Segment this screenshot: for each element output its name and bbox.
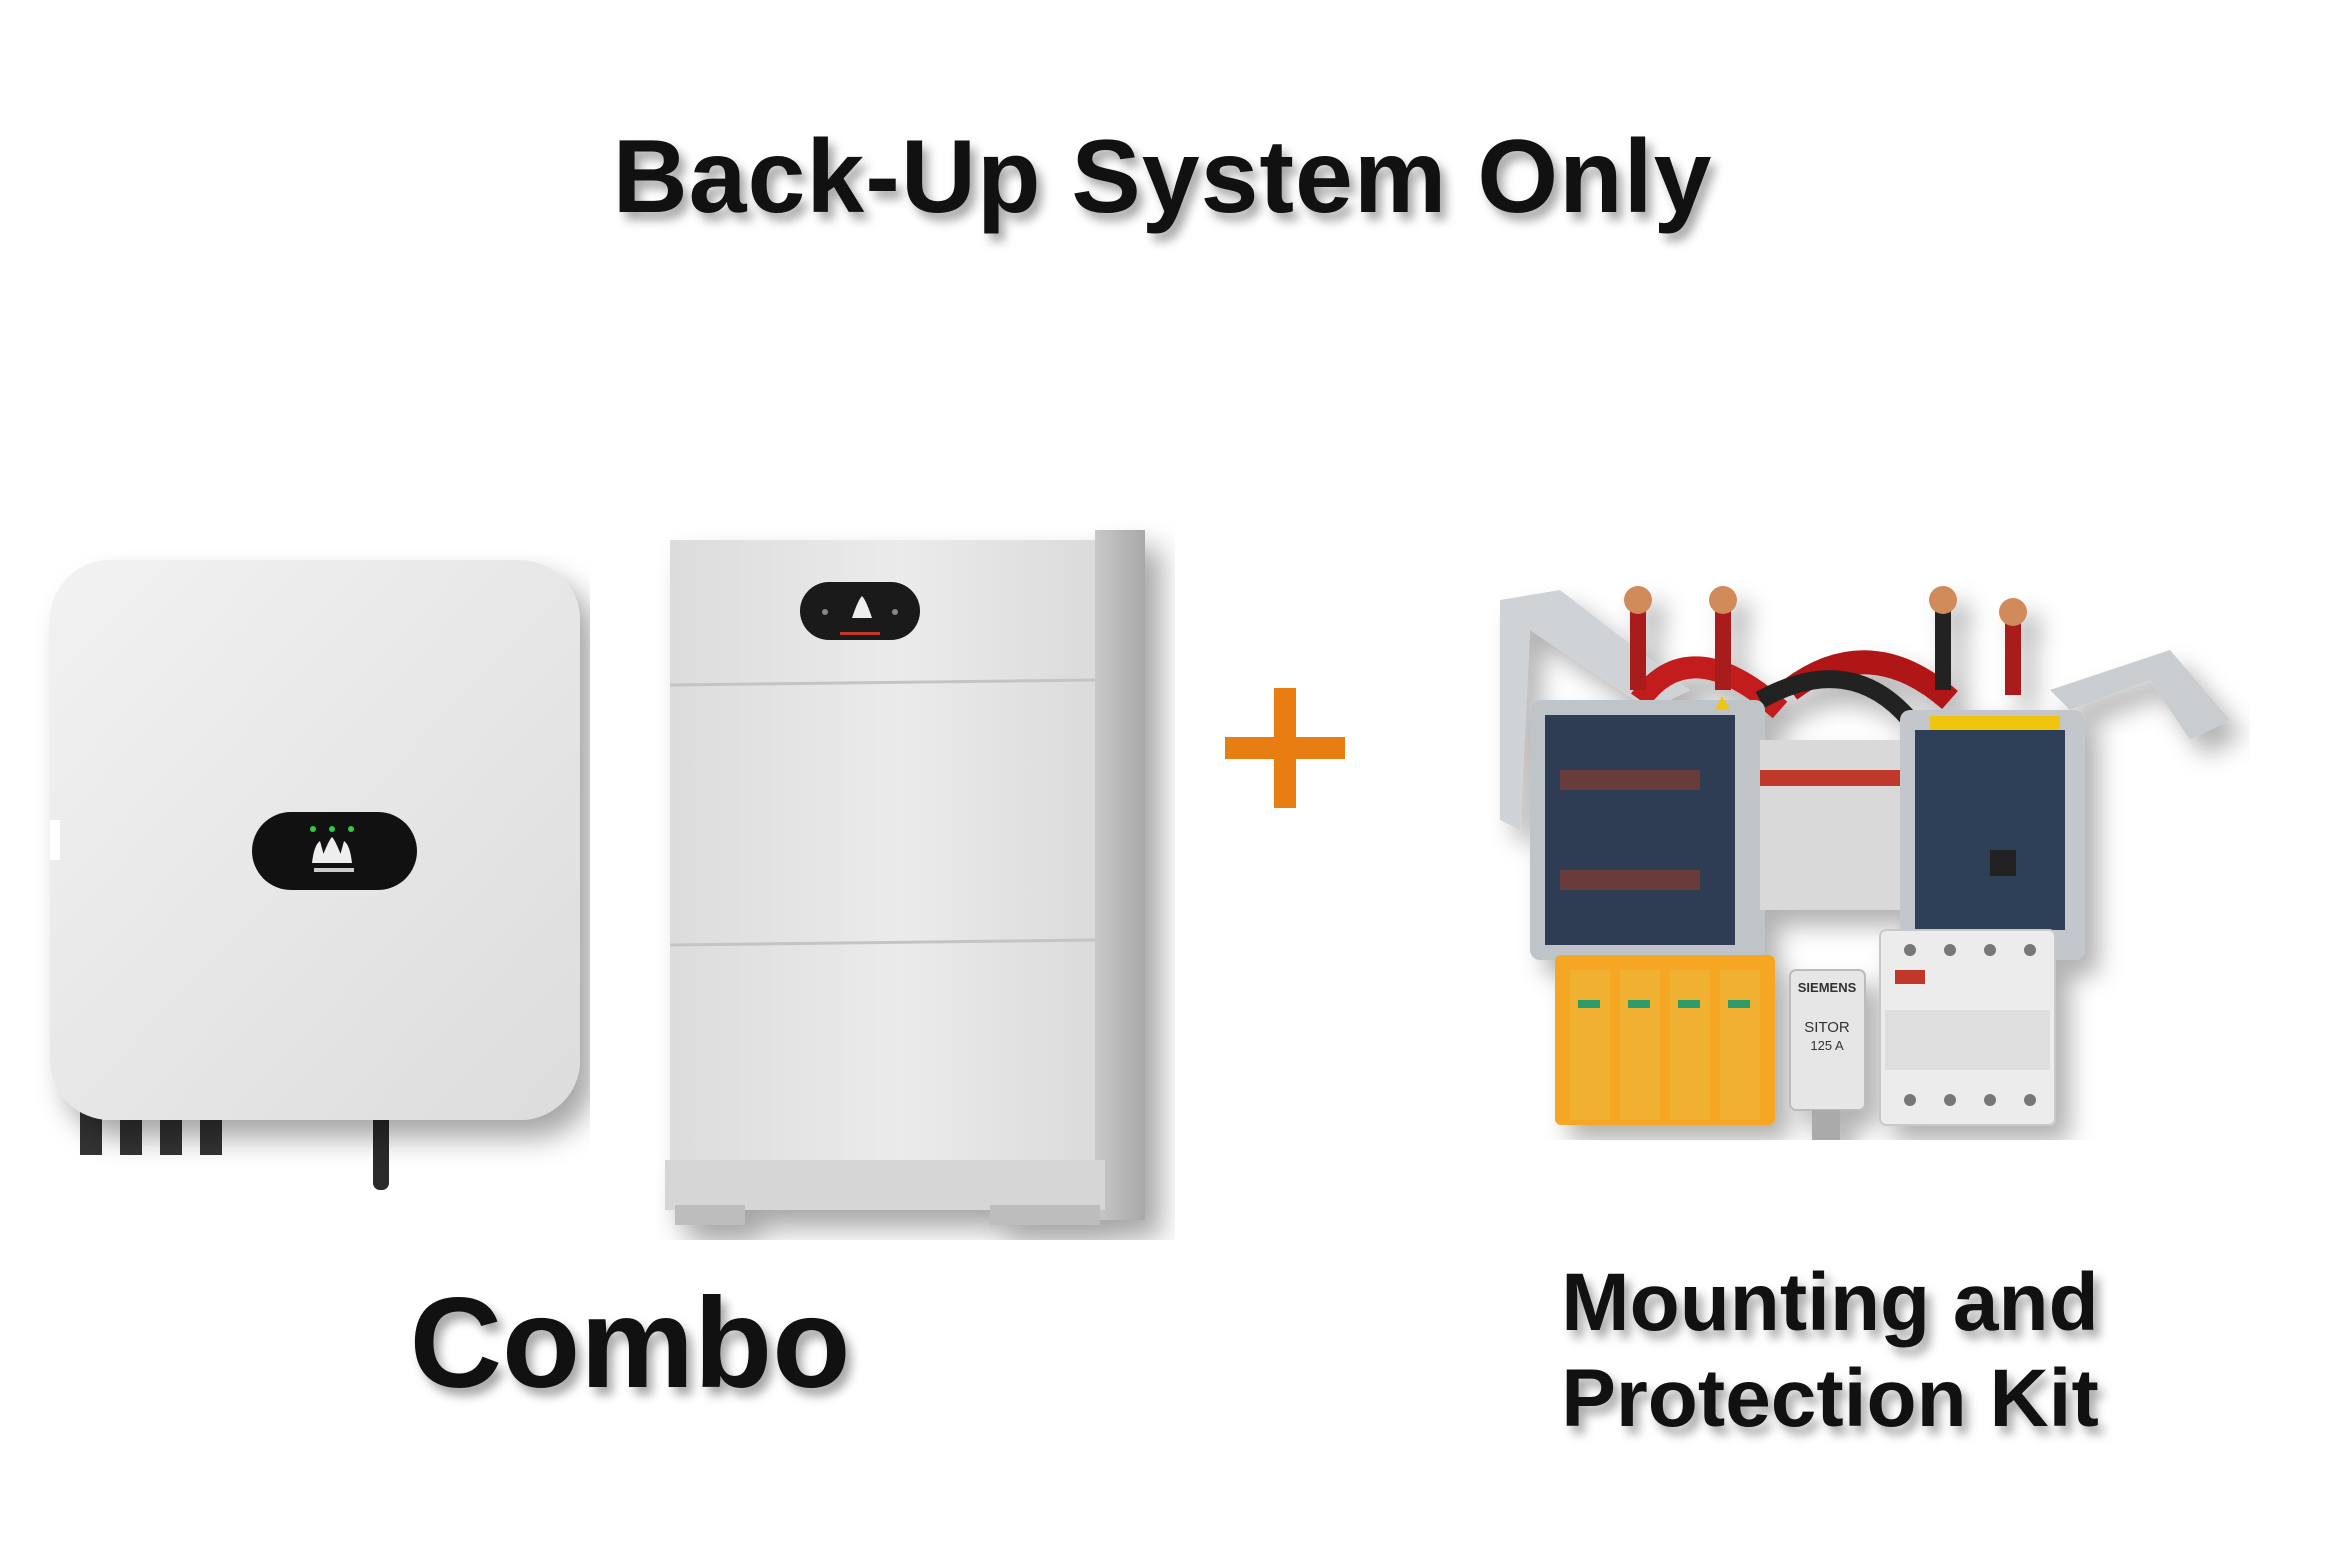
plus-icon <box>1225 688 1345 808</box>
kit-label-line1: Mounting and <box>1561 1257 2099 1348</box>
combo-label: Combo <box>409 1272 851 1415</box>
kit-label-line2: Protection Kit <box>1561 1353 2099 1444</box>
inverter-image <box>50 560 580 1190</box>
kit-image: SIEMENS SITOR 125 A <box>1500 586 2230 1140</box>
page-title: Back-Up System Only <box>612 119 1713 235</box>
fuse-model-text: SITOR <box>1804 1019 1850 1036</box>
battery-image <box>665 530 1145 1225</box>
kit-label: Mounting and Protection Kit <box>1470 1255 2190 1447</box>
fuse-brand-text: SIEMENS <box>1798 980 1857 995</box>
fuse-rating-text: 125 A <box>1810 1038 1844 1053</box>
